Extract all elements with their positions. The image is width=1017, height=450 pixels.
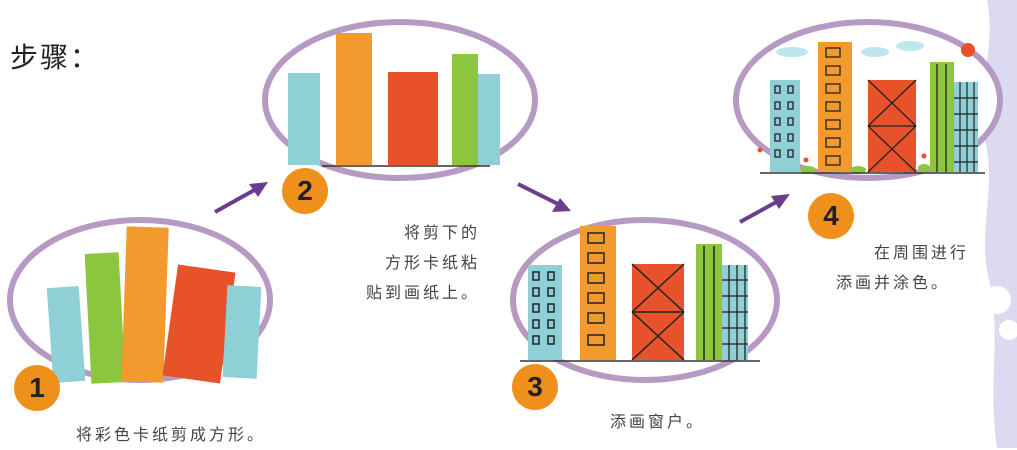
step-3-caption-line: 添画窗户。 (610, 412, 706, 431)
step-4-caption: 在周围进行 添画并涂色。 (836, 238, 969, 298)
arrow-3-to-4 (739, 194, 790, 224)
step-2-badge: 2 (282, 168, 328, 214)
step-4-caption-line: 在周围进行 (874, 243, 970, 262)
step-3-caption: 添画窗户。 (610, 407, 705, 437)
step-2-caption: 将剪下的 方形卡纸粘 贴到画纸上。 (330, 218, 480, 308)
arrow-1-to-2 (214, 182, 268, 214)
step-1-caption: 将彩色卡纸剪成方形。 (76, 420, 266, 450)
step-2-caption-line: 贴到画纸上。 (365, 283, 480, 302)
step-2-caption-line: 将剪下的 (403, 223, 480, 242)
step-1-badge: 1 (14, 365, 60, 411)
step-2-illustration (262, 19, 538, 181)
step-1-caption-line: 将彩色卡纸剪成方形。 (76, 425, 267, 444)
step-1-illustration (7, 217, 273, 384)
step-3-badge: 3 (512, 364, 558, 410)
step-2-caption-line: 方形卡纸粘 (384, 253, 480, 272)
page-title: 步骤： (10, 41, 101, 74)
sun-icon (961, 43, 975, 57)
step-4-badge: 4 (808, 193, 854, 239)
arrow-2-to-3 (517, 182, 571, 212)
step-4-illustration (733, 19, 1003, 181)
step-4-caption-line: 添画并涂色。 (836, 273, 951, 292)
step-3-illustration (510, 217, 780, 383)
